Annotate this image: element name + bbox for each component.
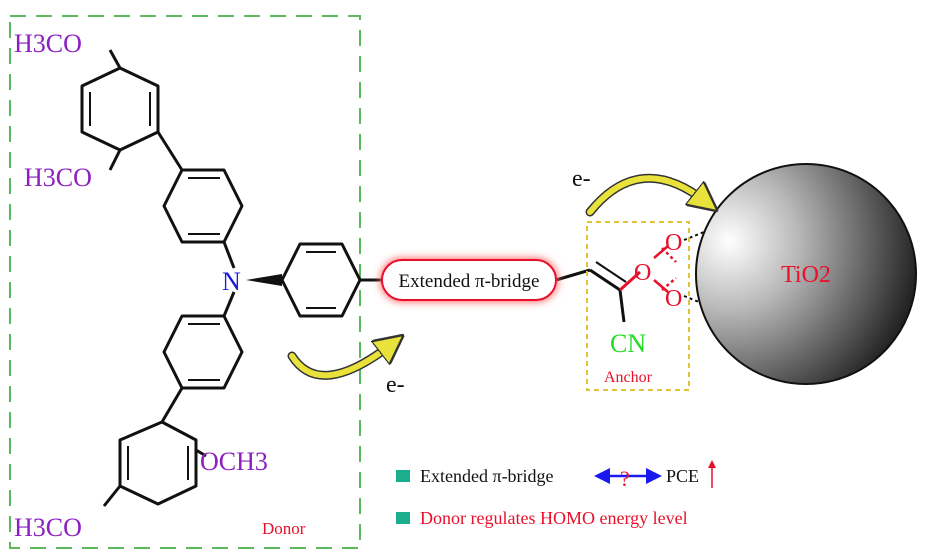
label-cn: CN bbox=[610, 329, 646, 358]
legend-pce: PCE bbox=[666, 466, 699, 486]
label-och3: OCH3 bbox=[200, 447, 268, 476]
label-electron-top: e- bbox=[572, 166, 591, 192]
label-h3co-mid: H3CO bbox=[24, 163, 92, 192]
donor-box bbox=[9, 15, 361, 549]
label-h3co-bottom: H3CO bbox=[14, 513, 82, 542]
electron-arrow-bottom-fill bbox=[289, 344, 392, 379]
legend-item2-text: Donor regulates HOMO energy level bbox=[420, 508, 688, 528]
legend-marker-2 bbox=[396, 512, 410, 524]
legend-item1-text: Extended π-bridge bbox=[420, 466, 554, 486]
label-oxygen-top: O bbox=[665, 230, 682, 256]
label-nitrogen: N bbox=[222, 267, 241, 296]
label-h3co-top: H3CO bbox=[14, 29, 82, 58]
label-tio2: TiO2 bbox=[781, 262, 831, 288]
label-oxygen-mid: O bbox=[634, 260, 651, 286]
label-oxygen-bottom: O bbox=[665, 286, 682, 312]
molecule-bonds bbox=[80, 49, 642, 507]
label-electron-bottom: e- bbox=[386, 372, 405, 398]
label-donor: Donor bbox=[262, 519, 306, 538]
legend-question: ? bbox=[620, 466, 630, 491]
label-anchor: Anchor bbox=[604, 369, 653, 386]
tio2-sphere bbox=[695, 163, 917, 385]
bridge-pill bbox=[381, 259, 557, 301]
anchor-bonds bbox=[653, 245, 677, 293]
legend-double-arrow bbox=[594, 468, 662, 484]
legend-up-arrow bbox=[708, 460, 716, 488]
label-bridge: Extended π-bridge bbox=[399, 271, 540, 292]
electron-arrow-top-fill bbox=[587, 175, 706, 215]
legend-marker-1 bbox=[396, 470, 410, 482]
